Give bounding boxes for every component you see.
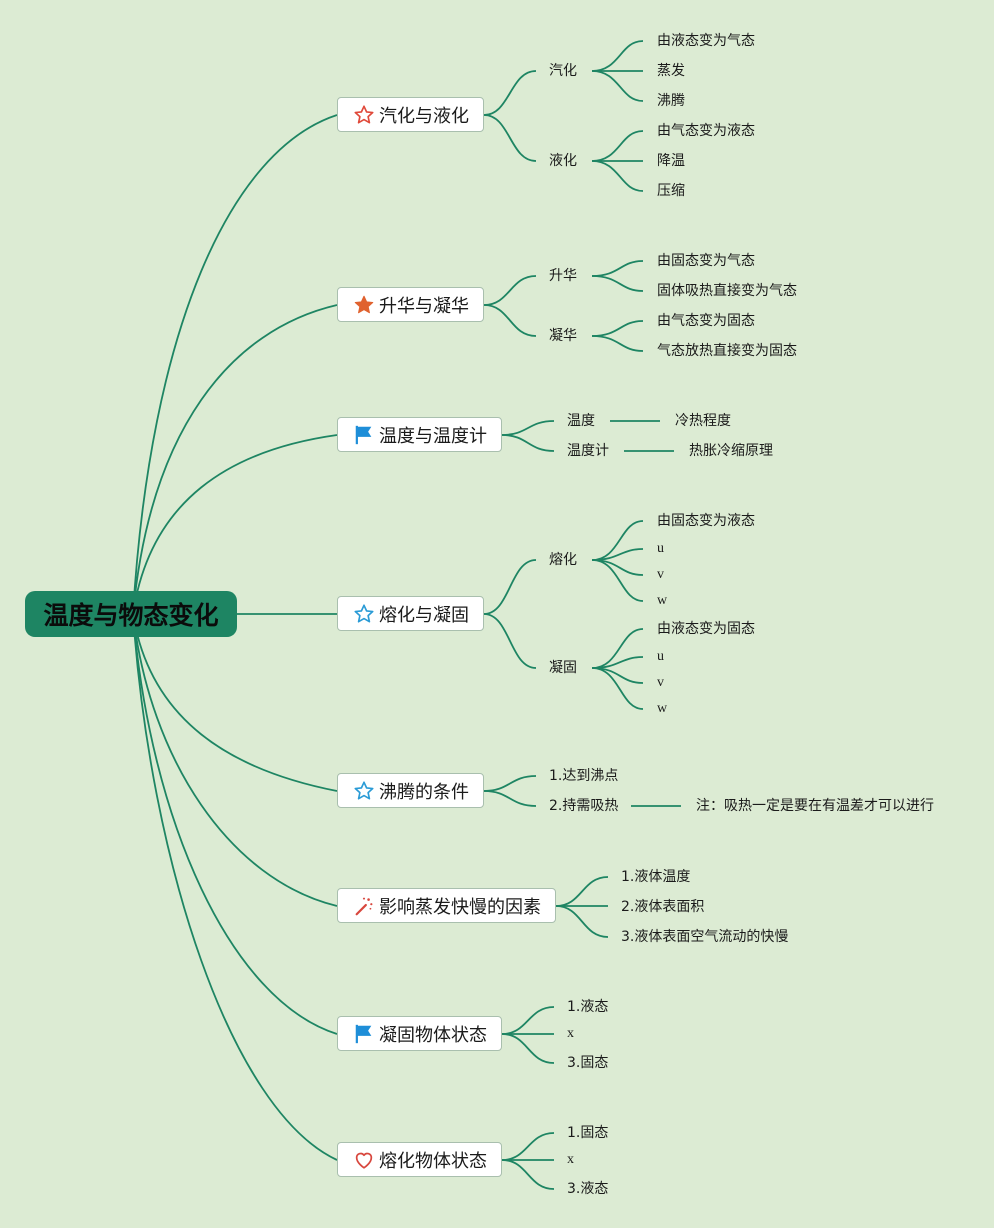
- subtopic-label[interactable]: 汽化: [549, 63, 577, 79]
- subtopic-label[interactable]: 2.持需吸热: [549, 798, 619, 814]
- leaf-label[interactable]: 降温: [657, 153, 685, 169]
- subtopic-label[interactable]: 3.液态: [567, 1181, 609, 1197]
- topic-melting-solidification[interactable]: 熔化与凝固: [337, 596, 484, 631]
- topic-melting-states[interactable]: 熔化物体状态: [337, 1142, 502, 1177]
- leaf-label[interactable]: v: [657, 567, 664, 582]
- heart-outline-red-icon: [352, 1148, 376, 1172]
- subtopic-label[interactable]: 3.液体表面空气流动的快慢: [621, 929, 789, 945]
- topic-label: 升华与凝华: [379, 295, 469, 317]
- topic-label: 汽化与液化: [379, 105, 469, 127]
- star-filled-orange-icon: [352, 293, 376, 317]
- subtopic-label[interactable]: 2.液体表面积: [621, 899, 705, 915]
- magic-wand-icon: [352, 894, 376, 918]
- topic-label: 温度与温度计: [379, 425, 487, 447]
- star-outline-blue-icon: [352, 602, 376, 626]
- leaf-label[interactable]: 由固态变为气态: [657, 253, 755, 269]
- topic-temperature-thermometer[interactable]: 温度与温度计: [337, 417, 502, 452]
- subtopic-label[interactable]: 温度: [567, 413, 595, 429]
- subtopic-label[interactable]: 液化: [549, 153, 577, 169]
- topic-label: 影响蒸发快慢的因素: [379, 896, 541, 918]
- subtopic-label[interactable]: 凝固: [549, 660, 577, 676]
- root-topic[interactable]: 温度与物态变化: [25, 591, 237, 637]
- leaf-label[interactable]: 注：吸热一定是要在有温差才可以进行: [696, 798, 934, 814]
- subtopic-label[interactable]: 1.固态: [567, 1125, 609, 1141]
- topic-label: 熔化与凝固: [379, 604, 469, 626]
- star-outline-red-icon: [352, 103, 376, 127]
- subtopic-label[interactable]: 凝华: [549, 328, 577, 344]
- leaf-label[interactable]: 由气态变为固态: [657, 313, 755, 329]
- leaf-label[interactable]: v: [657, 675, 664, 690]
- subtopic-label[interactable]: 3.固态: [567, 1055, 609, 1071]
- topic-label: 熔化物体状态: [379, 1150, 487, 1172]
- leaf-label[interactable]: 蒸发: [657, 63, 685, 79]
- leaf-label[interactable]: 由气态变为液态: [657, 123, 755, 139]
- root-label: 温度与物态变化: [43, 601, 219, 630]
- flag-blue-icon: [352, 1022, 376, 1046]
- flag-blue-icon: [352, 423, 376, 447]
- subtopic-label[interactable]: x: [567, 1026, 574, 1041]
- topic-sublimation-desublimation[interactable]: 升华与凝华: [337, 287, 484, 322]
- leaf-label[interactable]: 由固态变为液态: [657, 513, 755, 529]
- leaf-label[interactable]: 气态放热直接变为固态: [657, 343, 797, 359]
- leaf-label[interactable]: u: [657, 541, 664, 556]
- subtopic-label[interactable]: 升华: [549, 268, 577, 284]
- leaf-label[interactable]: 固体吸热直接变为气态: [657, 283, 797, 299]
- subtopic-label[interactable]: 1.液态: [567, 999, 609, 1015]
- leaf-label[interactable]: w: [657, 593, 668, 608]
- topic-vaporization-liquefaction[interactable]: 汽化与液化: [337, 97, 484, 132]
- topic-solidification-states[interactable]: 凝固物体状态: [337, 1016, 502, 1051]
- topic-evaporation-factors[interactable]: 影响蒸发快慢的因素: [337, 888, 556, 923]
- star-outline-blue-icon: [352, 779, 376, 803]
- subtopic-label[interactable]: x: [567, 1152, 574, 1167]
- leaf-label[interactable]: 压缩: [657, 183, 685, 199]
- topic-label: 沸腾的条件: [379, 781, 469, 803]
- leaf-label[interactable]: 冷热程度: [675, 413, 731, 429]
- leaf-label[interactable]: 由液态变为固态: [657, 621, 755, 637]
- leaf-label[interactable]: u: [657, 649, 664, 664]
- subtopic-label[interactable]: 1.达到沸点: [549, 768, 619, 784]
- subtopic-label[interactable]: 1.液体温度: [621, 869, 691, 885]
- leaf-label[interactable]: 由液态变为气态: [657, 33, 755, 49]
- topic-boiling-conditions[interactable]: 沸腾的条件: [337, 773, 484, 808]
- subtopic-label[interactable]: 温度计: [567, 443, 609, 459]
- leaf-label[interactable]: 热胀冷缩原理: [689, 443, 773, 459]
- topic-label: 凝固物体状态: [379, 1024, 487, 1046]
- leaf-label[interactable]: 沸腾: [657, 93, 685, 109]
- leaf-label[interactable]: w: [657, 701, 668, 716]
- subtopic-label[interactable]: 熔化: [549, 552, 577, 568]
